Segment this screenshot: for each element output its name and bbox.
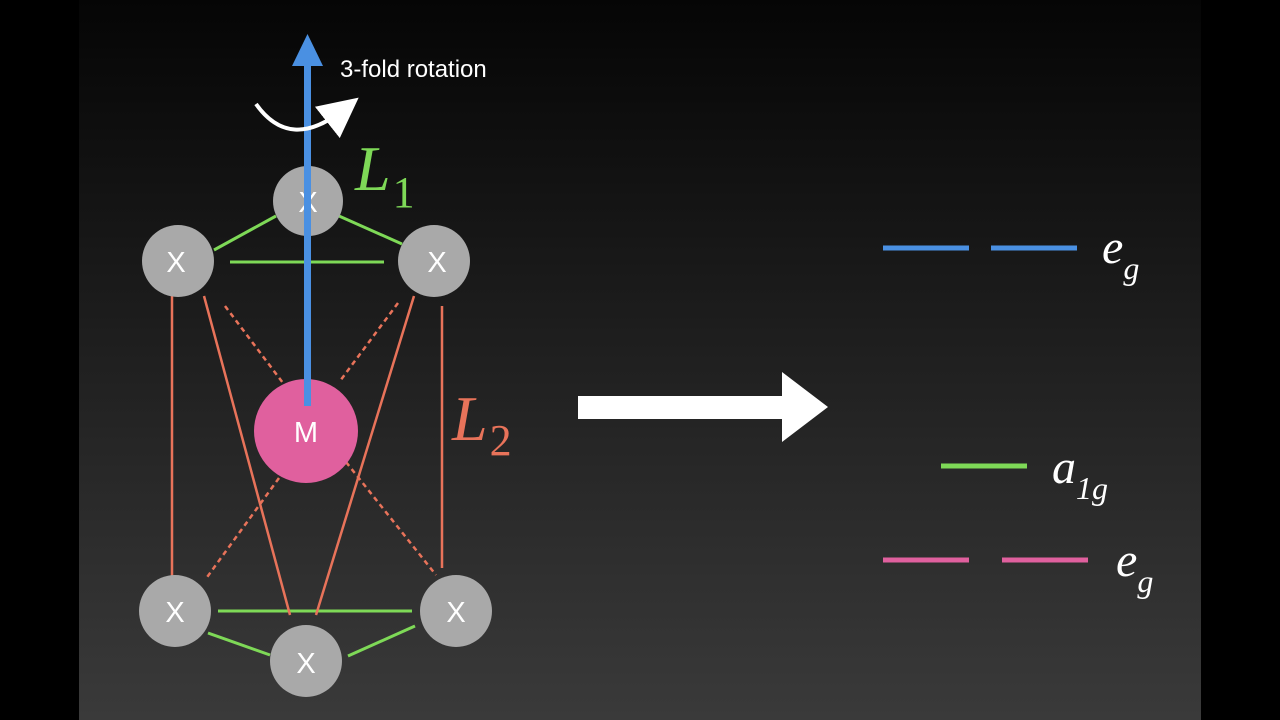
transform-arrow-icon [578, 372, 828, 442]
ligand-atom-bottom-right: X [420, 575, 492, 647]
bottom-edge-right [347, 624, 416, 658]
rotation-axis [292, 34, 323, 406]
metal-label: M [294, 417, 318, 449]
bond-bottom-right [345, 461, 437, 576]
bond-top-left [224, 305, 284, 384]
ligand-atom-top-left: X [142, 225, 214, 297]
energy-level-eg-upper: eg [883, 221, 1139, 286]
top-edge-right [338, 214, 403, 246]
cross-edge-2 [314, 295, 416, 616]
side-edges [170, 295, 444, 616]
svg-text:X: X [427, 247, 446, 279]
rotation-arc-icon [254, 97, 359, 139]
bottom-triangle-edges [207, 609, 416, 658]
svg-text:X: X [166, 247, 185, 279]
svg-text:X: X [165, 597, 184, 629]
svg-text:eg: eg [1102, 221, 1139, 286]
metal-bonds [203, 302, 437, 581]
cross-edge-1 [202, 295, 292, 616]
svg-text:X: X [446, 597, 465, 629]
svg-text:X: X [296, 648, 315, 680]
bond-bottom-left [203, 477, 281, 581]
ligand-atom-top-right: X [398, 225, 470, 297]
bond-top-right [338, 302, 400, 382]
rotation-label: 3-fold rotation [340, 56, 487, 83]
bottom-edge-left [207, 631, 271, 657]
ligand-atom-bottom-left: X [139, 575, 211, 647]
svg-text:a1g: a1g [1052, 441, 1108, 506]
svg-text:eg: eg [1116, 534, 1153, 599]
label-l2: L2 [451, 383, 512, 465]
top-edge-left [213, 214, 277, 252]
energy-level-a1g: a1g [941, 441, 1108, 506]
metal-atom: M [254, 379, 358, 483]
energy-level-eg-lower: eg [883, 534, 1153, 599]
ligand-atom-bottom-front: X [270, 625, 342, 697]
label-l1: L1 [354, 133, 415, 217]
axis-arrowhead-icon [292, 34, 323, 66]
